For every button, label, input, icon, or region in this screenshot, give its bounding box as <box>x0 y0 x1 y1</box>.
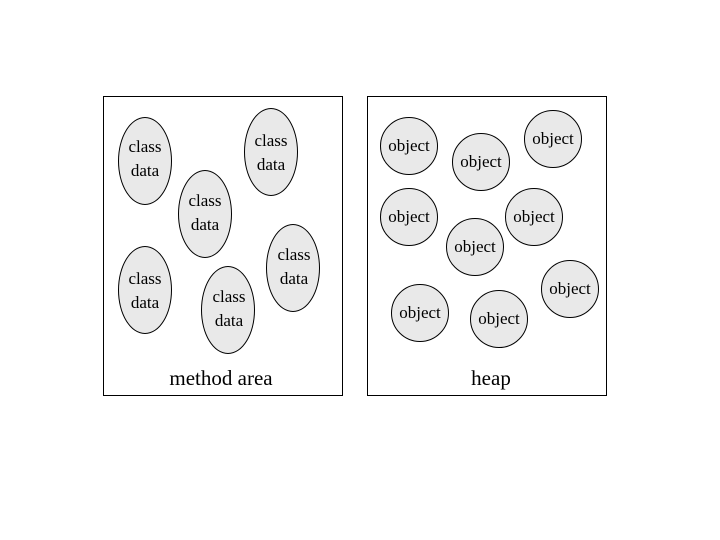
class-data-line1: class <box>212 287 246 306</box>
class-data-line1: class <box>128 137 162 156</box>
class-data-line2: data <box>256 155 286 174</box>
method-area-label: method area <box>169 366 273 390</box>
class-data-line2: data <box>130 161 160 180</box>
object-circle <box>380 188 438 246</box>
class-data-line2: data <box>190 215 220 234</box>
class-data-label: class data <box>277 243 310 291</box>
object-label: object <box>454 237 496 256</box>
object-label: object <box>513 207 555 226</box>
object-circle <box>452 133 510 191</box>
class-data-line1: class <box>128 269 162 288</box>
object-label: object <box>532 129 574 148</box>
object-label: object <box>460 152 502 171</box>
class-data-ellipse <box>244 108 298 196</box>
object-circle <box>505 188 563 246</box>
class-data-label: class data <box>128 135 161 183</box>
class-data-label: class data <box>212 285 245 333</box>
object-circle <box>541 260 599 318</box>
class-data-line1: class <box>188 191 222 210</box>
class-data-ellipse <box>118 246 172 334</box>
class-data-label: class data <box>254 129 287 177</box>
class-data-line2: data <box>130 293 160 312</box>
object-circle <box>470 290 528 348</box>
class-data-line1: class <box>277 245 311 264</box>
object-circle <box>391 284 449 342</box>
object-label: object <box>399 303 441 322</box>
object-label: object <box>388 207 430 226</box>
object-circle <box>380 117 438 175</box>
object-label: object <box>478 309 520 328</box>
object-label: object <box>388 136 430 155</box>
class-data-line2: data <box>214 311 244 330</box>
class-data-ellipse <box>118 117 172 205</box>
class-data-label: class data <box>188 189 221 237</box>
object-label: object <box>549 279 591 298</box>
class-data-line2: data <box>279 269 309 288</box>
class-data-label: class data <box>128 267 161 315</box>
class-data-ellipse <box>201 266 255 354</box>
heap-label: heap <box>471 366 511 390</box>
class-data-ellipse <box>266 224 320 312</box>
class-data-line1: class <box>254 131 288 150</box>
class-data-ellipse <box>178 170 232 258</box>
object-circle <box>446 218 504 276</box>
object-circle <box>524 110 582 168</box>
